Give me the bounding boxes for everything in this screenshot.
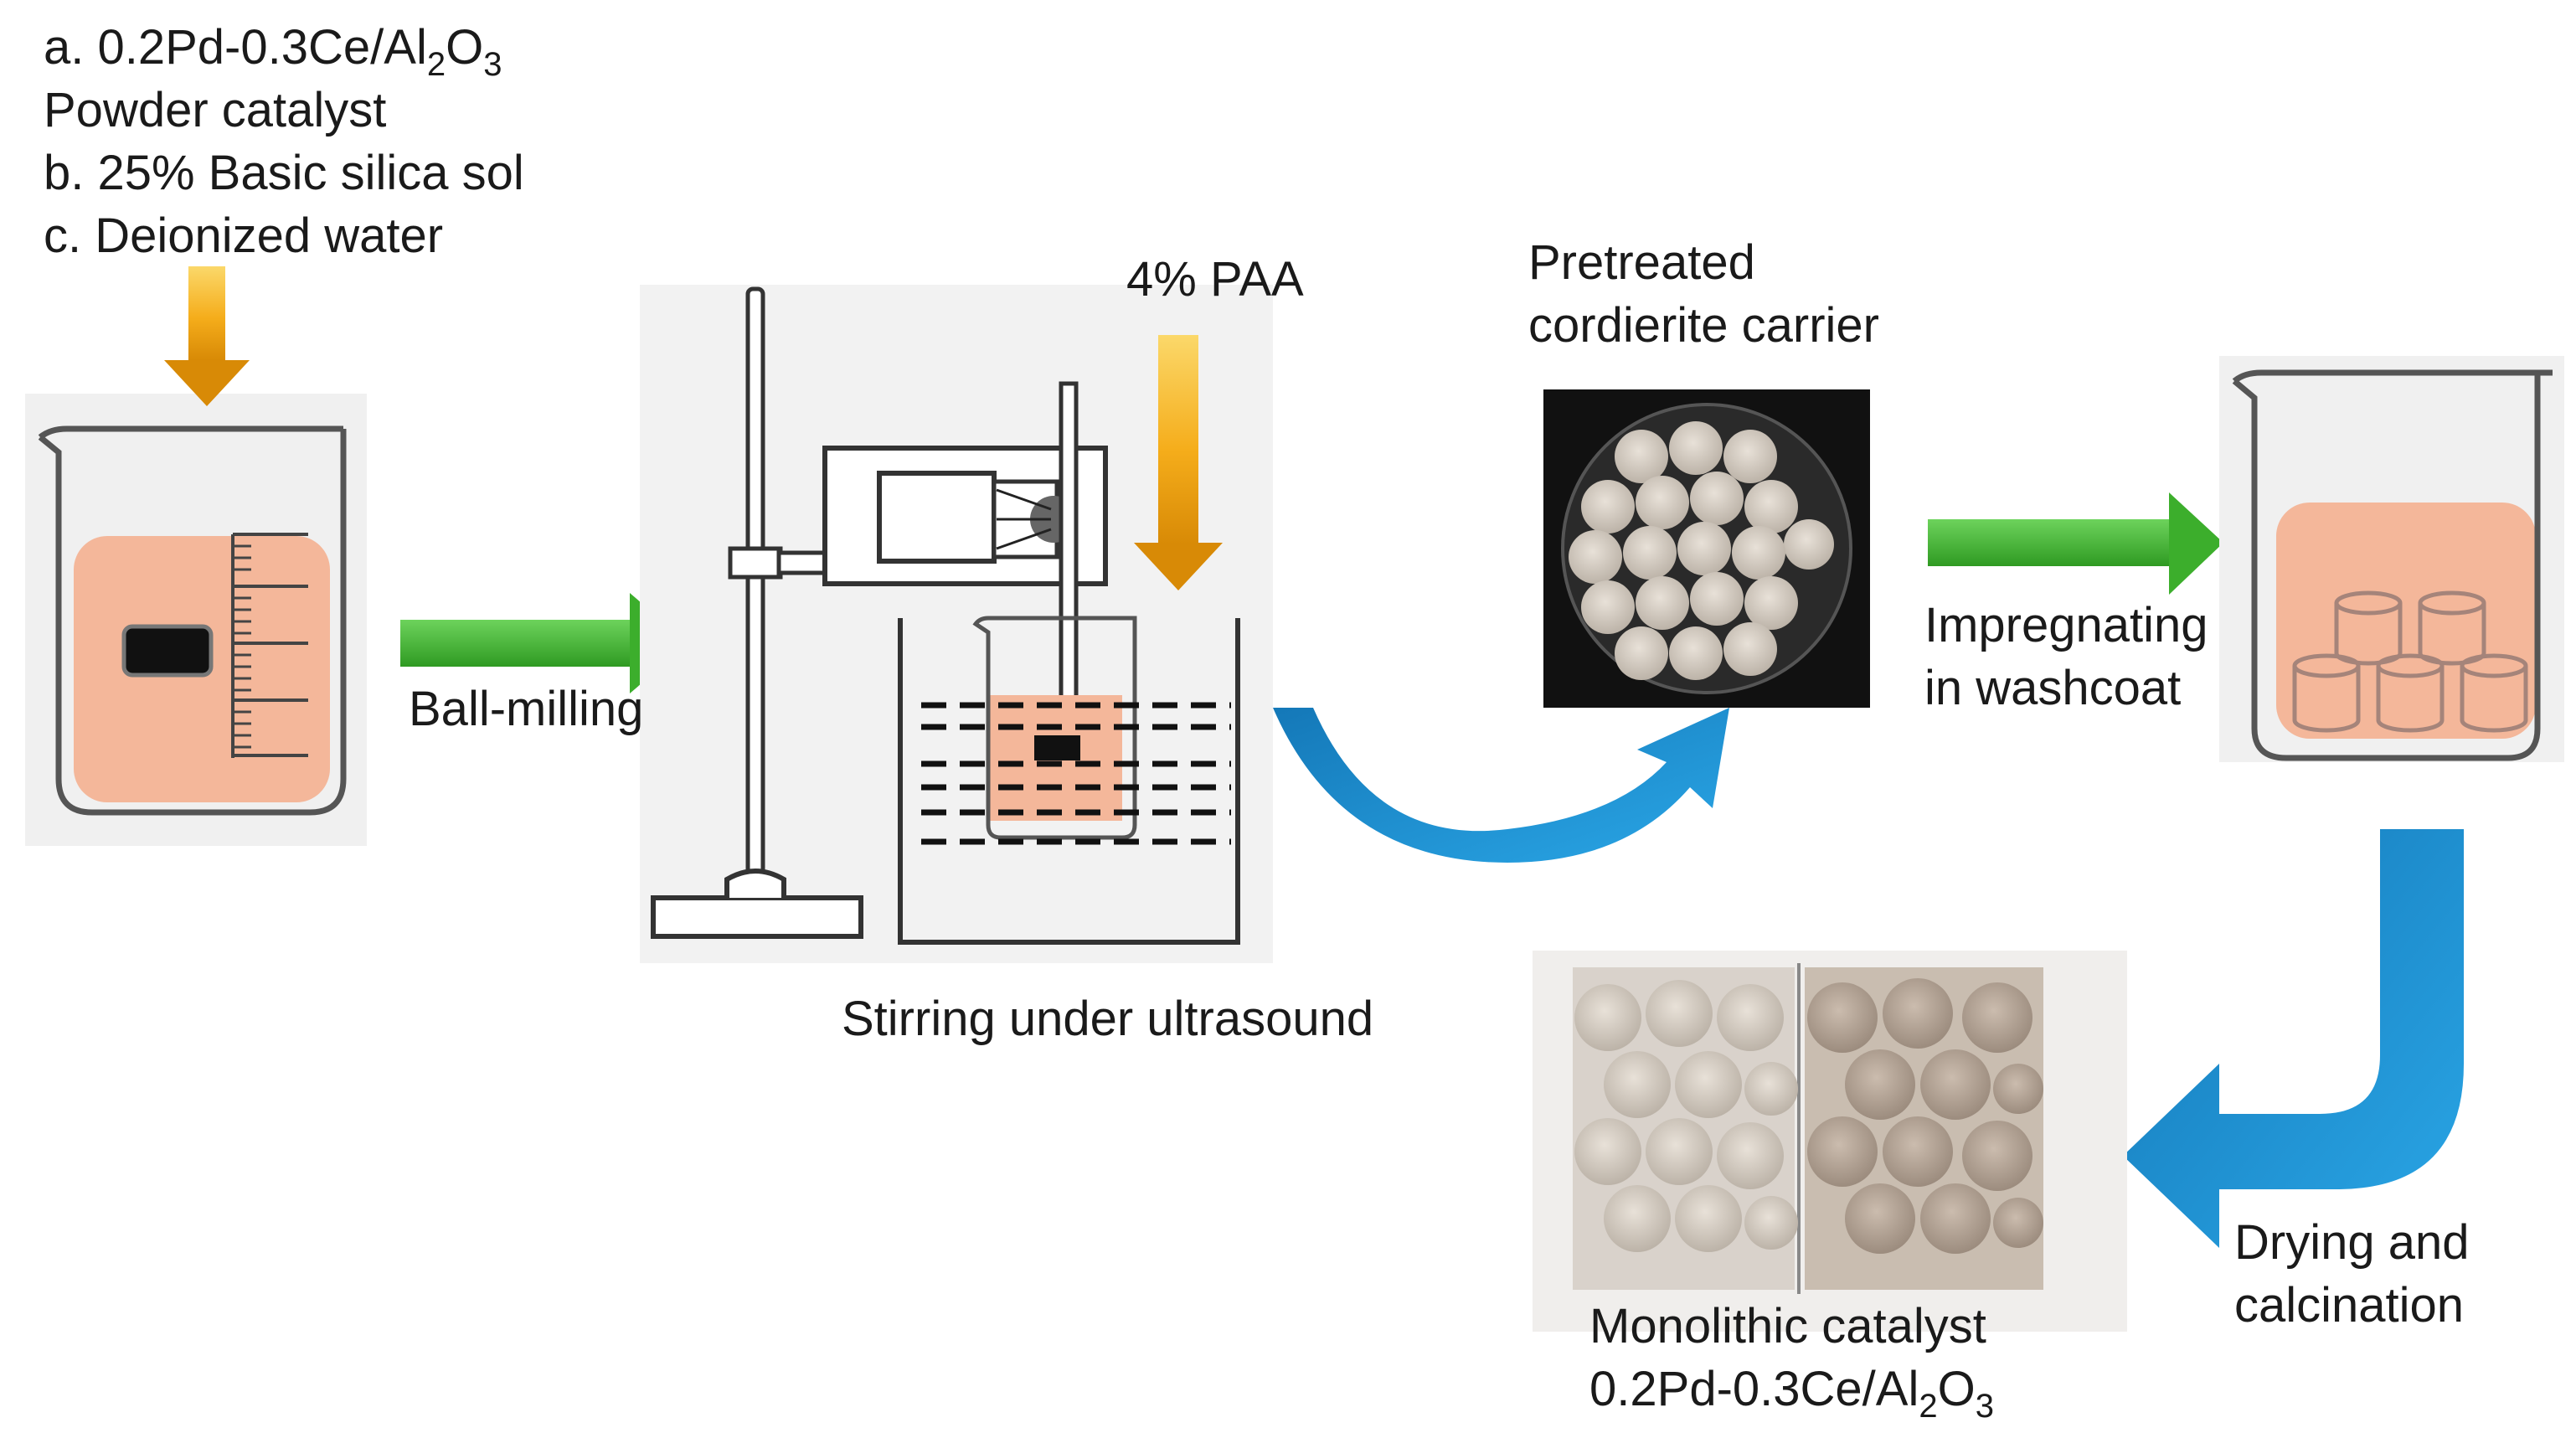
beaker-2-icon xyxy=(2219,356,2564,762)
material-a-label: a. 0.2Pd-0.3Ce/Al2O3 xyxy=(44,20,502,83)
cordierite-carrier-photo xyxy=(1543,389,1870,708)
yellow-arrow-paa-icon xyxy=(1134,335,1223,590)
material-b-label: b. 25% Basic silica sol xyxy=(44,146,524,200)
paa-label: 4% PAA xyxy=(1126,252,1304,307)
blue-curved-arrow-icon xyxy=(1273,708,1729,863)
green-arrow-impregnating-icon xyxy=(1928,492,2223,595)
monolithic-label-line1: Monolithic catalyst xyxy=(1589,1299,1986,1353)
beaker-1-icon xyxy=(25,394,367,846)
powder-catalyst-label: Powder catalyst xyxy=(44,83,387,137)
stirring-label: Stirring under ultrasound xyxy=(842,992,1374,1046)
monolithic-label-line2: 0.2Pd-0.3Ce/Al2O3 xyxy=(1589,1362,1994,1425)
blue-bent-arrow-icon xyxy=(2123,829,2464,1248)
impregnating-label-line1: Impregnating xyxy=(1924,598,2208,652)
drying-label-line2: calcination xyxy=(2234,1278,2465,1332)
pretreated-label-line2: cordierite carrier xyxy=(1528,298,1879,353)
monolithic-catalyst-photo xyxy=(1533,951,2127,1332)
material-c-label: c. Deionized water xyxy=(44,209,444,263)
ball-milling-label: Ball-milling xyxy=(409,682,644,736)
pretreated-label-line1: Pretreated xyxy=(1528,235,1755,290)
impregnating-label-line2: in washcoat xyxy=(1924,661,2182,715)
yellow-arrow-1-icon xyxy=(164,266,250,406)
drying-label-line1: Drying and xyxy=(2234,1215,2470,1270)
